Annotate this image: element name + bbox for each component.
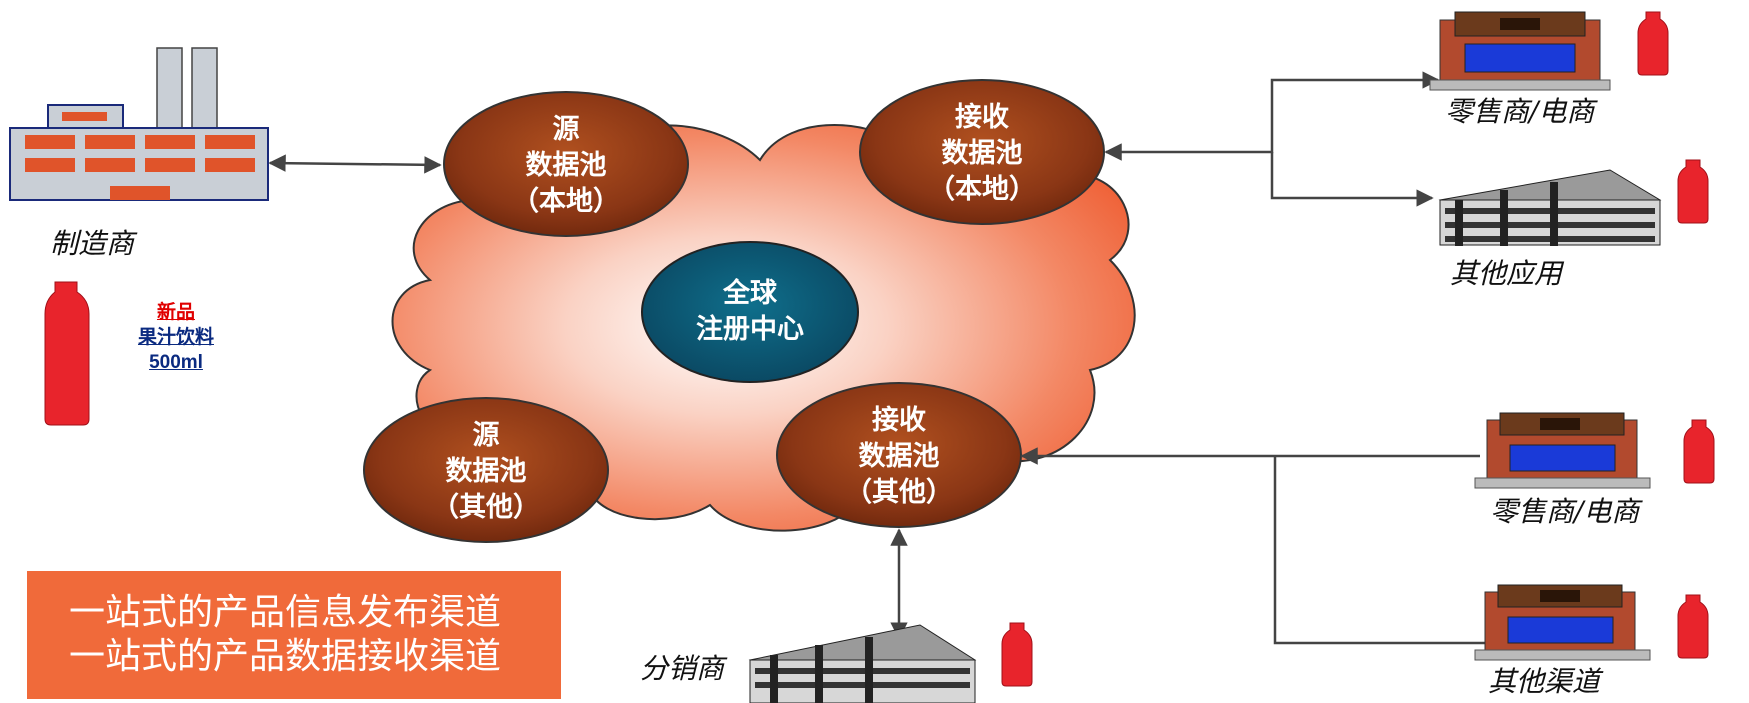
banner-line2: 一站式的产品数据接收渠道 [69,636,502,677]
pool-line2: 数据池 [858,441,940,472]
bottle-icon-channels [1677,594,1709,659]
info-banner: 一站式的产品信息发布渠道 一站式的产品数据接收渠道 [27,571,561,699]
warehouse-icon-apps [1438,169,1662,246]
source-pool-local-label: 源 数据池 （本地） [480,112,652,220]
other-apps-connector [1270,152,1434,207]
bottle-icon-product [44,281,90,426]
product-size-label: 500ml [149,352,203,373]
pool-line2: 数据池 [525,150,607,181]
bottle-icon-bottom [1683,419,1715,484]
source-pool-local-ellipse [443,91,689,237]
pool-line1: 接收 [955,102,1009,133]
store-icon-channels [1474,584,1651,661]
pool-line1: 源 [552,114,580,145]
distributor-label: 分销商 [640,652,725,685]
pool-line3: （其他） [432,492,540,523]
other-apps-label: 其他应用 [1450,257,1563,290]
warehouse-icon-distributor [748,624,977,703]
pool-line2: 数据池 [445,456,527,487]
manufacturer-to-source-arrow [268,154,442,174]
retailer-bottom-label: 零售商/电商 [1490,495,1640,528]
product-info: 新品 果汁饮料 500ml [120,300,232,375]
pool-line3: （本地） [512,186,620,217]
factory-icon [9,47,269,201]
registry-line2: 注册中心 [696,314,804,345]
source-pool-other-label: 源 数据池 （其他） [400,418,572,526]
product-new-label: 新品 [156,302,195,323]
global-registry-label: 全球 注册中心 [660,276,840,348]
registry-line1: 全球 [723,278,777,309]
pool-line1: 源 [472,420,500,451]
pool-line1: 接收 [872,405,926,436]
store-icon-top [1429,11,1611,91]
other-channels-connector [1273,456,1512,652]
retailer-top-label: 零售商/电商 [1445,95,1595,128]
source-pool-other-ellipse [363,397,609,543]
receive-pool-other-label: 接收 数据池 （其他） [813,403,985,511]
product-juice-label: 果汁饮料 [137,327,214,348]
global-registry-ellipse [641,241,859,383]
banner-line1: 一站式的产品信息发布渠道 [69,592,502,633]
pool-line2: 数据池 [941,138,1023,169]
bottle-icon-top [1637,11,1669,76]
receive-pool-local-label: 接收 数据池 （本地） [896,100,1068,208]
bottle-icon-distributor [1001,622,1033,687]
manufacturer-label: 制造商 [50,227,135,260]
bottle-icon-apps [1677,159,1709,224]
pool-line3: （本地） [928,174,1036,205]
retail-top-connector [1104,71,1440,161]
store-icon-bottom [1474,412,1651,489]
receive-pool-local-ellipse [859,79,1105,225]
pool-line3: （其他） [845,477,953,508]
other-channels-label: 其他渠道 [1488,665,1601,698]
